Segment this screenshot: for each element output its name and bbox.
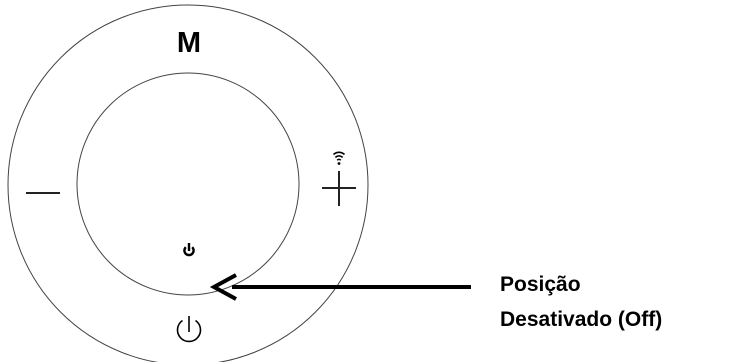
callout-arrow [209, 273, 471, 301]
wifi-icon [332, 151, 346, 165]
outer-ring [7, 4, 369, 362]
status-power-icon [183, 243, 195, 257]
callout-line-2: Desativado (Off) [500, 308, 663, 331]
power-button[interactable] [176, 316, 202, 343]
mode-button-label: M [177, 27, 201, 59]
power-icon [176, 319, 202, 343]
callout-label: Posição Desativado (Off) [500, 267, 662, 337]
plus-button[interactable] [322, 171, 356, 206]
callout-line-1: Posição [500, 273, 581, 296]
mode-button[interactable]: M [177, 27, 201, 59]
inner-display-circle [76, 72, 300, 296]
